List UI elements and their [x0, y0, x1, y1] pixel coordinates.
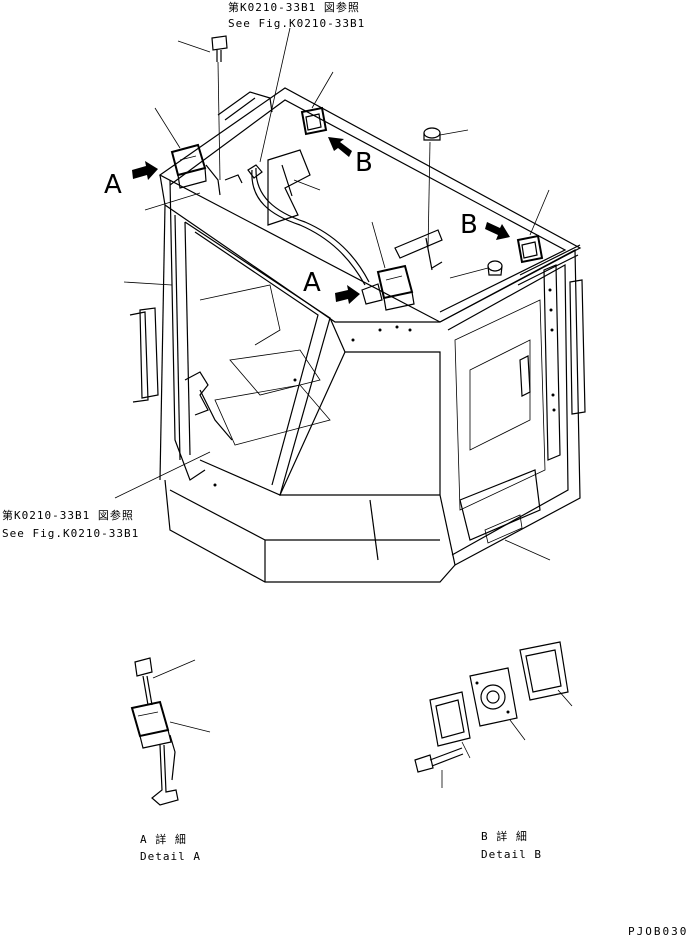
- harness: [169, 149, 370, 481]
- roof-window-top: [300, 106, 328, 136]
- arrow-b-right-icon: [485, 222, 510, 240]
- ref-left-jp: 第K0210-33B1 図参照: [2, 509, 134, 522]
- arrow-a-center-icon: [335, 285, 360, 304]
- plug-right: [487, 260, 503, 276]
- work-lamp-left: [170, 143, 221, 196]
- detail-b-drawing: [414, 641, 573, 788]
- handrails: [129, 91, 586, 415]
- view-label-a-center: A: [303, 268, 321, 298]
- detail-b-en: Detail B: [481, 848, 542, 861]
- detail-b-jp: B 詳 細: [481, 830, 528, 843]
- view-label-b-top: B: [355, 148, 373, 178]
- detail-a-jp: A 詳 細: [140, 833, 187, 846]
- bracket-right: [394, 229, 443, 271]
- cap-right: [423, 127, 441, 141]
- arrow-a-left-icon: [132, 161, 158, 180]
- cab-body: [158, 87, 582, 583]
- view-label-b-right: B: [460, 210, 478, 240]
- roof-window-right: [516, 234, 544, 264]
- ref-left-en: See Fig.K0210-33B1: [2, 527, 140, 540]
- view-label-a-left: A: [104, 170, 122, 200]
- ref-top-jp: 第K0210-33B1 図参照: [228, 1, 360, 14]
- drawing-code: PJOB030: [628, 925, 689, 938]
- leader-lines: [114, 27, 551, 561]
- rear-bracket: [543, 264, 561, 461]
- detail-a-en: Detail A: [140, 850, 201, 863]
- bolt-top: [211, 35, 228, 62]
- arrow-b-top-icon: [328, 137, 352, 157]
- ref-top-en: See Fig.K0210-33B1: [228, 17, 366, 30]
- work-lamp-center: [361, 264, 415, 311]
- detail-a-drawing: [130, 657, 211, 806]
